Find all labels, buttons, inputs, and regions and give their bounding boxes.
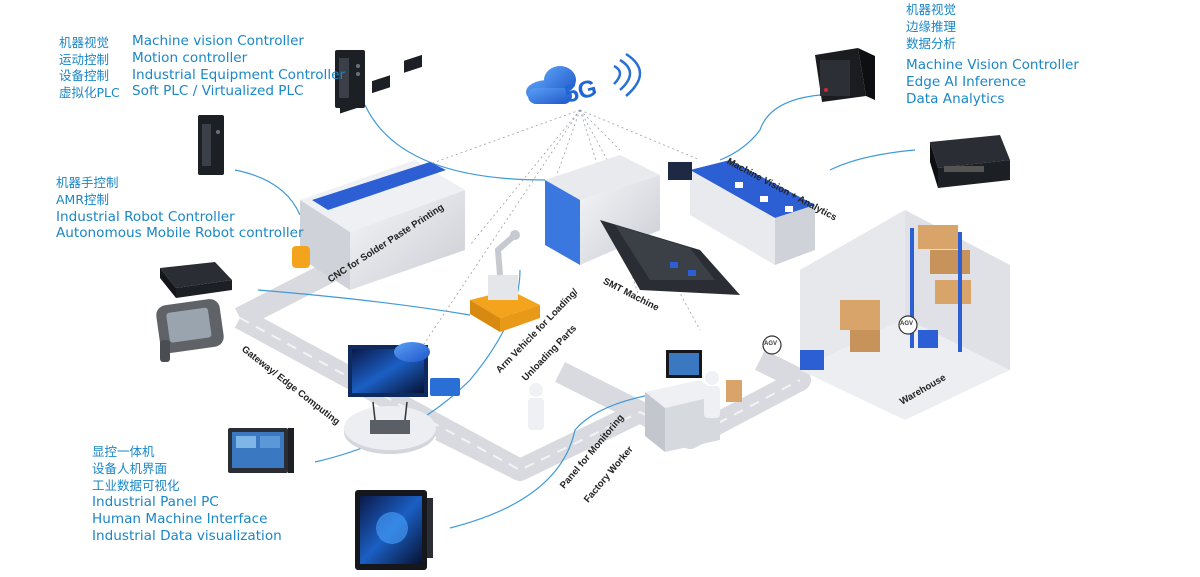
tr-zh-2: 边缘推理 [906,18,957,34]
top-left-en-labels: Machine vision Controller Motion control… [132,33,345,100]
label-en-1: Machine vision Controller [132,33,305,49]
smt-machine [545,155,740,295]
edge-box-icon [930,135,1010,188]
label-en-3: Industrial Equipment Controller [132,66,346,83]
robot-en-1: Industrial Robot Controller [56,208,235,225]
panel-zh-3: 工业数据可视化 [92,477,180,493]
panel-labels: 显控一体机 设备人机界面 工业数据可视化 Industrial Panel PC… [92,444,282,545]
panel-zh-2: 设备人机界面 [92,460,168,476]
robot-en-2: Autonomous Mobile Robot controller [56,225,304,242]
tr-en-3: Data Analytics [906,90,1005,107]
label-zh-3: 设备控制 [59,68,110,84]
label-en-4: Soft PLC / Virtualized PLC [132,83,304,100]
tr-zh-3: 数据分析 [906,35,957,51]
tr-zh-1: 机器视觉 [906,2,957,17]
label-zh-2: 运动控制 [59,51,110,67]
panel-en-2: Human Machine Interface [92,511,268,528]
amr-robot [470,230,540,332]
warehouse [762,210,1010,420]
agv-label-1: AGV [764,341,778,347]
panel-en-1: Industrial Panel PC [92,494,219,511]
robot-labels: 机器手控制 AMR控制 Industrial Robot Controller … [56,175,304,242]
tr-en-2: Edge AI Inference [906,73,1027,90]
label-en-2: Motion controller [132,49,248,66]
fanless-box-pc-icon [160,262,232,298]
controller-device-mid-icon [198,115,224,175]
industrial-monitor-icon [355,490,433,570]
panel-pc-icon [228,428,294,473]
robot-zh-2: AMR控制 [56,191,110,207]
agv-label-2: AGV [900,321,914,327]
vision-controller-icon [815,48,875,102]
panel-zh-1: 显控一体机 [92,444,155,459]
controller-device-top-icon [335,50,365,108]
robot-zh-1: 机器手控制 [56,175,119,190]
monitoring-station [528,350,742,452]
label-zh-4: 虚拟化PLC [59,84,120,100]
cnc-machine [292,54,465,290]
gateway-edge [344,342,460,454]
panel-en-3: Industrial Data visualization [92,527,282,544]
handheld-hmi-icon [156,299,224,362]
vision-conveyor [668,160,815,265]
tr-en-1: Machine Vision Controller [906,57,1079,73]
top-right-en-labels: Machine Vision Controller Edge AI Infere… [906,57,1079,107]
5g-cloud-icon [526,52,642,104]
top-left-zh-labels: 机器视觉 运动控制 设备控制 虚拟化PLC [59,35,120,101]
top-right-labels: 机器视觉 边缘推理 数据分析 [906,2,956,52]
label-zh-1: 机器视觉 [59,35,110,50]
